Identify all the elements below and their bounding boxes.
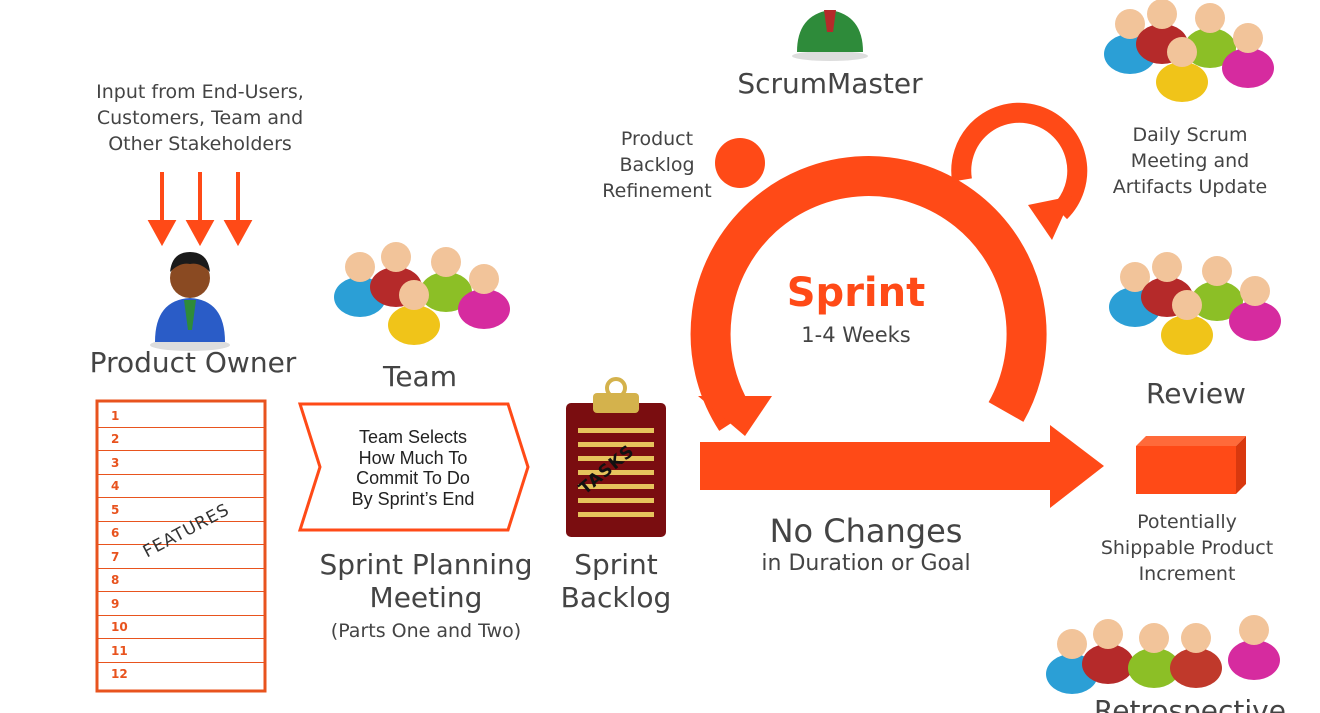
feature-number: 5 <box>111 503 120 517</box>
scrummaster-label: ScrumMaster <box>737 67 923 100</box>
feature-number: 11 <box>111 644 128 658</box>
feature-number: 4 <box>111 479 120 493</box>
input-line-2: Customers, Team and <box>96 107 304 129</box>
team-label: Team <box>382 360 457 393</box>
feature-number: 1 <box>111 409 120 423</box>
retrospective-clip: Retrospective <box>1060 690 1320 713</box>
daily-scrum-line: Meeting and <box>1130 150 1250 172</box>
retrospective-label: Retrospective <box>1094 694 1286 713</box>
clipboard-icon <box>566 377 666 537</box>
input-line-1: Input from End-Users, <box>96 81 304 103</box>
sprint-title: Sprint <box>786 270 926 316</box>
increment-box-icon <box>1136 436 1246 494</box>
input-stakeholders-text: Input from End-Users, Customers, Team an… <box>60 79 340 157</box>
team-selects-line: Team Selects <box>358 427 468 447</box>
no-changes-sub: in Duration or Goal <box>761 551 971 576</box>
sprint-backlog-label: Sprint Backlog <box>546 548 686 614</box>
backlog-refinement-label: Product Backlog Refinement <box>590 126 724 204</box>
feature-number: 10 <box>111 620 128 634</box>
daily-scrum-line: Artifacts Update <box>1112 176 1268 198</box>
features-list-frame <box>95 399 267 693</box>
team-selects-text: Team Selects How Much To Commit To Do By… <box>320 427 506 509</box>
daily-scrum-line: Daily Scrum <box>1132 124 1248 146</box>
team-selects-line: How Much To <box>358 447 468 468</box>
refinement-line: Refinement <box>602 180 712 202</box>
sprint-backlog-line: Sprint <box>574 548 658 581</box>
product-owner-icon <box>150 252 230 351</box>
sprint-backlog-line: Backlog <box>560 581 672 614</box>
team-selects-chevron <box>297 402 530 532</box>
refinement-line: Backlog <box>619 154 695 176</box>
team-selects-line: Commit To Do <box>356 468 470 488</box>
daily-scrum-label: Daily Scrum Meeting and Artifacts Update <box>1100 122 1280 200</box>
refinement-line: Product <box>620 128 694 150</box>
increment-arrow <box>700 425 1104 508</box>
review-group-icon <box>1109 252 1281 355</box>
feature-number: 6 <box>111 526 120 540</box>
sprint-duration: 1-4 Weeks <box>801 323 911 347</box>
feature-number: 2 <box>111 432 120 446</box>
review-label: Review <box>1146 377 1246 410</box>
daily-loop-arrow <box>951 102 1088 240</box>
feature-number: 3 <box>111 456 120 470</box>
team-selects-line: By Sprint’s End <box>351 488 475 509</box>
feature-number: 12 <box>111 667 128 681</box>
feature-number: 8 <box>111 573 120 587</box>
sprint-planning-line: Meeting <box>369 581 483 614</box>
increment-line: Increment <box>1138 563 1236 585</box>
increment-line: Shippable Product <box>1100 537 1274 559</box>
input-line-3: Other Stakeholders <box>108 133 292 155</box>
sprint-planning-parts: (Parts One and Two) <box>330 620 522 642</box>
input-arrows <box>147 172 253 247</box>
feature-number: 9 <box>111 597 120 611</box>
sprint-planning-line: Sprint Planning <box>319 548 533 581</box>
features-list: 1 2 3 4 5 6 7 8 9 10 11 12 FEATURES <box>97 401 265 691</box>
no-changes-label: No Changes <box>769 512 963 550</box>
retrospective-group-icon <box>1046 615 1280 694</box>
product-owner-label: Product Owner <box>89 346 297 379</box>
feature-number: 7 <box>111 550 120 564</box>
sprint-cycle-arrow <box>690 138 1047 436</box>
scrummaster-icon <box>792 10 868 61</box>
features-label: FEATURES <box>139 499 234 563</box>
sprint-planning-label: Sprint Planning Meeting <box>290 548 562 614</box>
increment-label: Potentially Shippable Product Increment <box>1090 509 1284 587</box>
daily-scrum-group-icon <box>1104 0 1274 102</box>
team-group-icon <box>334 242 510 345</box>
increment-line: Potentially <box>1137 511 1237 533</box>
